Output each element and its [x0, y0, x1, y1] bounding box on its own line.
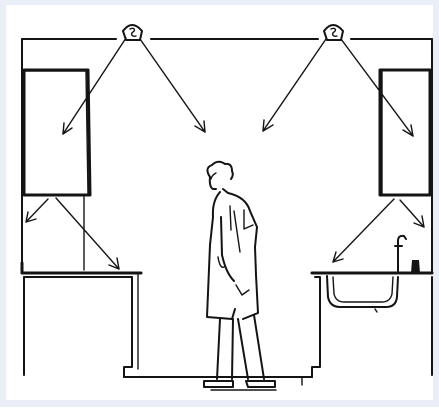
light-ray-left-1 [63, 38, 126, 134]
light-ray-right-1 [263, 39, 326, 131]
ceiling-light-right [324, 25, 343, 40]
light-ray-right-2 [341, 39, 413, 136]
kitchen-lighting-sketch [6, 5, 439, 412]
light-ray-left-2 [140, 39, 205, 132]
upper-cabinet-left [24, 70, 90, 195]
under-cabinet-light-right [333, 199, 424, 262]
counter-right [276, 273, 432, 377]
floor [196, 377, 302, 390]
upper-cabinet-right [380, 70, 430, 195]
faucet [395, 236, 420, 273]
under-cabinet-light-left [26, 197, 119, 270]
counter-left [22, 263, 196, 377]
sink [327, 276, 398, 312]
person-figure [204, 162, 275, 387]
